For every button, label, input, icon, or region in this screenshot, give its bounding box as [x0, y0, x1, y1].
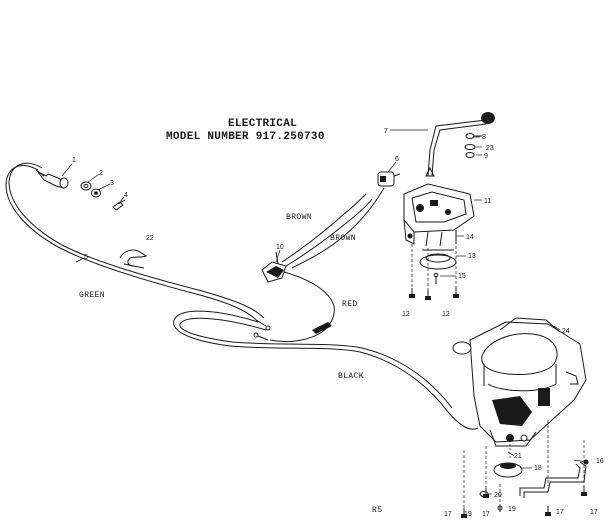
part-number-6: 6: [395, 156, 399, 163]
bolt-right: [425, 246, 459, 300]
part-number-19b: 19: [508, 506, 516, 513]
part-number-17a: 17: [444, 511, 452, 518]
switch-nut: [80, 181, 92, 191]
part-number-12a: 12: [402, 311, 410, 318]
diagram-title: ELECTRICAL: [228, 118, 297, 130]
lever-hardware: [464, 133, 482, 158]
engine: [452, 317, 587, 447]
part-number-21: 21: [514, 453, 522, 460]
part-number-13: 13: [468, 253, 476, 260]
brown-wire: [281, 193, 367, 263]
part-number-4: 4: [124, 192, 128, 199]
part-number-20: 20: [494, 492, 502, 499]
part-number-5: 5: [84, 254, 88, 261]
bolt: [433, 272, 439, 284]
diagram-code: R5: [372, 506, 382, 515]
part-number-14: 14: [466, 234, 474, 241]
leader-lines: [61, 129, 587, 495]
part-number-24: 24: [562, 328, 570, 335]
pulley-plate: [419, 249, 457, 270]
switch-key: [112, 199, 126, 211]
control-lever: [425, 112, 495, 177]
red-wire: [269, 271, 335, 343]
part-number-22: 22: [146, 235, 154, 242]
part-number-1: 1: [72, 157, 76, 164]
wire-label-brown-1: BROWN: [286, 213, 312, 222]
bolt-left: [409, 244, 415, 298]
model-number: MODEL NUMBER 917.250730: [166, 131, 325, 143]
wire-connector: [261, 251, 287, 283]
wire-clip: [119, 249, 147, 267]
part-number-23: 23: [486, 145, 494, 152]
bracket-16: [519, 459, 589, 498]
part-number-11: 11: [484, 198, 491, 205]
green-wire-harness: [5, 165, 259, 323]
fastener-leaders: [463, 420, 585, 508]
part-number-17b: 17: [482, 511, 490, 518]
part-number-7: 7: [384, 128, 388, 135]
wire-label-green: GREEN: [79, 291, 105, 300]
part-number-18: 18: [534, 465, 542, 472]
part-number-17d: 17: [590, 509, 598, 516]
solenoid: [377, 171, 401, 187]
wire-label-red: RED: [342, 300, 358, 309]
wire-label-black: BLACK: [338, 372, 364, 381]
mounting-plate-assembly: [403, 183, 475, 247]
black-wire: [173, 310, 479, 430]
switch-washer: [91, 188, 101, 198]
part-number-2: 2: [99, 170, 103, 177]
part-number-15: 15: [458, 273, 466, 280]
flywheel-pulley: [493, 462, 523, 478]
part-number-12b: 12: [442, 311, 450, 318]
part-number-3: 3: [110, 180, 114, 187]
part-number-9: 9: [484, 153, 488, 160]
green-wire-harness-inner: [8, 162, 265, 319]
bolts-17-19: [461, 486, 587, 518]
part-number-16: 16: [596, 458, 604, 465]
ignition-switch: [35, 169, 69, 189]
part-number-8: 8: [482, 134, 486, 141]
part-number-10: 10: [276, 244, 284, 251]
wire-label-brown-2: BROWN: [330, 234, 356, 243]
part-number-17c: 17: [556, 509, 564, 516]
part-number-19a: 19: [464, 511, 472, 518]
